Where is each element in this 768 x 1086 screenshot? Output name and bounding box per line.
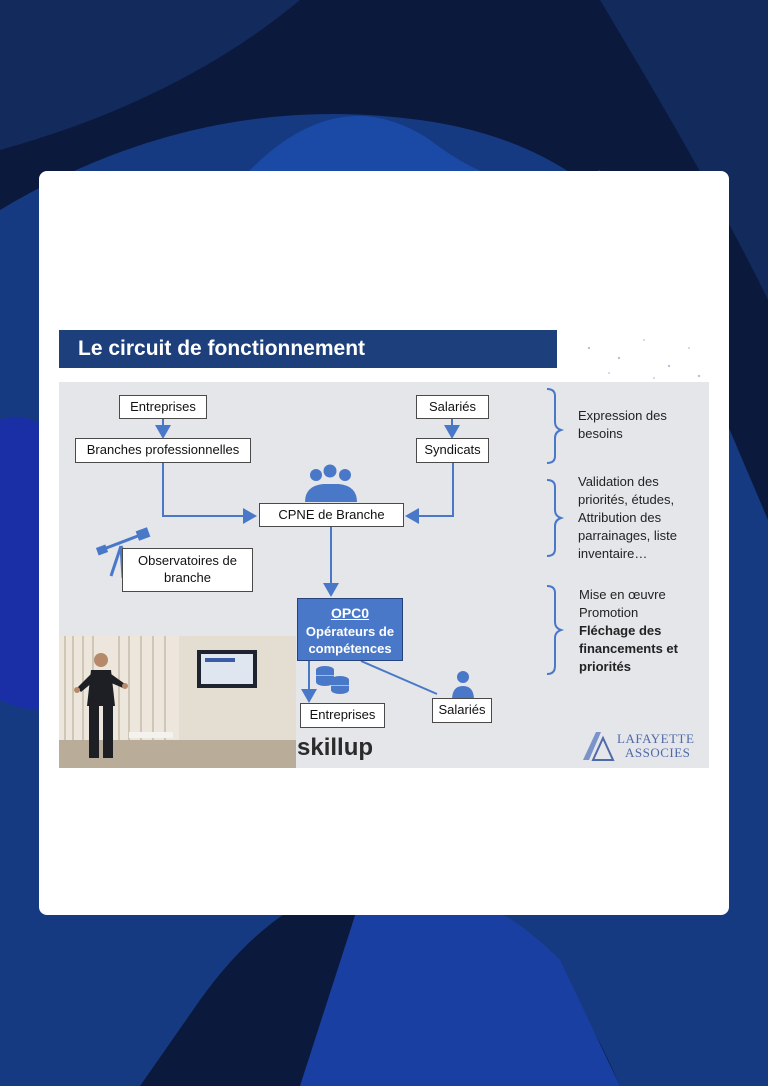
observatoires-box: Observatoires de branche <box>122 548 253 592</box>
cpne-box: CPNE de Branche <box>259 503 404 527</box>
entreprises-top-box: Entreprises <box>119 395 207 419</box>
side-line: Attribution des <box>578 510 662 525</box>
lafayette-line2: ASSOCIES <box>625 745 691 760</box>
skillup-logo: skillup <box>297 734 374 761</box>
side-line: priorités, études, <box>578 492 675 507</box>
lafayette-logo-mark <box>583 732 615 761</box>
dots-decoration <box>587 339 701 379</box>
lafayette-logo: LAFAYETTE ASSOCIES <box>581 728 701 764</box>
side-line: Validation des <box>578 474 659 489</box>
side-line-bold: priorités <box>579 659 632 674</box>
side-group-1: Expression des besoins <box>578 407 667 443</box>
salaries-top-box: Salariés <box>416 395 489 419</box>
side-line: Expression des <box>578 408 667 423</box>
side-line-bold: Fléchage des <box>579 623 662 638</box>
side-line: Mise en œuvre <box>579 587 666 602</box>
presenter-video-thumbnail <box>59 636 296 768</box>
side-line: besoins <box>578 426 623 441</box>
lafayette-logo-text: LAFAYETTE ASSOCIES <box>617 732 694 760</box>
branches-professionnelles-box: Branches professionnelles <box>75 438 251 463</box>
opco-subtitle: Opérateurs de compétences <box>305 623 395 657</box>
side-line-bold: financements et <box>579 641 678 656</box>
presenter-figure <box>74 653 128 758</box>
syndicats-box: Syndicats <box>416 438 489 463</box>
entreprises-bottom-box: Entreprises <box>300 703 385 728</box>
salaries-bottom-box: Salariés <box>432 698 492 723</box>
side-line: Promotion <box>579 605 639 620</box>
side-group-3: Mise en œuvre Promotion Fléchage des fin… <box>579 586 678 676</box>
side-line: inventaire… <box>578 546 648 561</box>
lafayette-line1: LAFAYETTE <box>617 731 695 746</box>
slide: Le circuit de fonctionnement <box>59 318 709 768</box>
opco-title: OPC0 <box>330 605 370 621</box>
side-group-2: Validation des priorités, études, Attrib… <box>578 473 677 563</box>
side-line: parrainages, liste <box>578 528 677 543</box>
opco-box: OPC0 Opérateurs de compétences <box>297 598 403 661</box>
slide-title: Le circuit de fonctionnement <box>59 330 557 368</box>
